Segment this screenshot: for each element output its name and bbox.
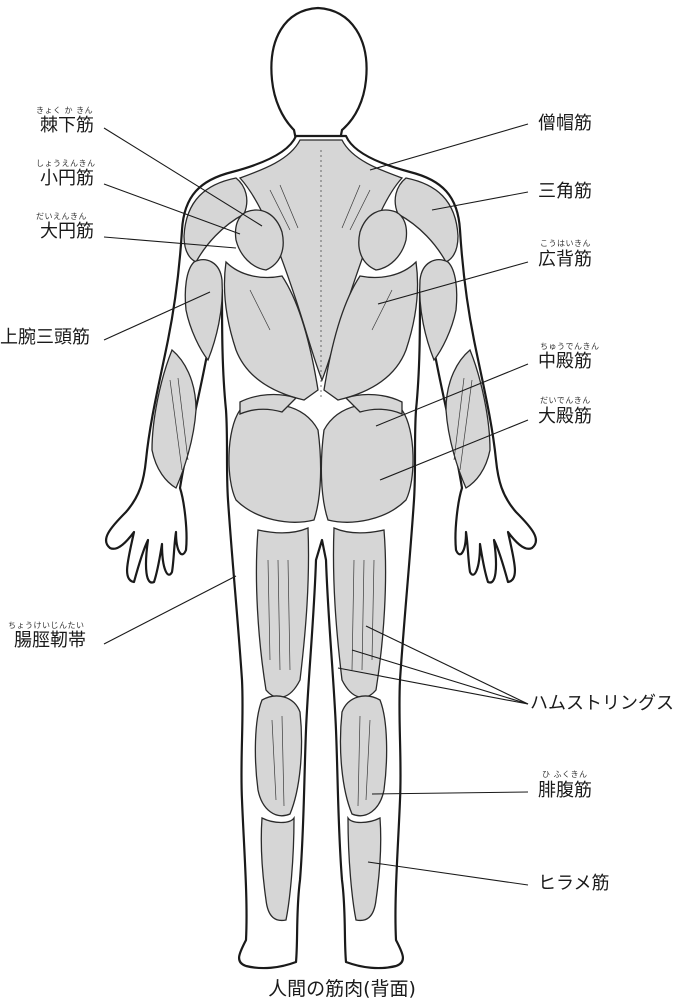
label-infraspinatus: 棘下筋 — [40, 115, 94, 136]
ruby-gastrocnemius: ひ ふくきん — [542, 770, 588, 779]
leader-teres-minor — [103, 183, 241, 235]
leader-teres-major — [103, 236, 237, 249]
leader-triceps — [103, 291, 211, 341]
muscle-latissimus — [223, 260, 419, 401]
label-teres-minor: 小円筋 — [40, 168, 94, 189]
muscle-hamstrings — [255, 527, 387, 699]
leader-gluteus-maximus — [379, 419, 529, 481]
figure-caption: 人間の筋肉(背面) — [268, 978, 416, 1000]
muscle-soleus — [260, 815, 382, 922]
label-soleus: ヒラメ筋 — [538, 873, 610, 894]
ruby-gluteus-medius: ちゅうでんきん — [540, 342, 600, 351]
leader-soleus — [367, 861, 529, 886]
label-teres-major: 大円筋 — [40, 221, 94, 242]
label-gluteus-maximus: 大殿筋 — [538, 406, 592, 427]
leader-hamstrings-3 — [337, 667, 529, 705]
leader-infraspinatus — [103, 127, 263, 227]
label-iliotibial: 腸脛靭帯 — [14, 630, 86, 651]
label-latissimus: 広背筋 — [538, 249, 592, 270]
leader-gluteus-medius — [375, 363, 529, 427]
label-gluteus-medius: 中殿筋 — [538, 351, 592, 372]
leader-hamstrings-1 — [365, 625, 529, 705]
label-deltoid: 三角筋 — [538, 181, 592, 202]
leader-iliotibial — [103, 575, 237, 645]
leader-hamstrings-2 — [351, 649, 529, 705]
label-triceps: 上腕三頭筋 — [0, 327, 90, 348]
muscle-calves — [254, 695, 388, 817]
muscle-gluteus — [228, 393, 414, 523]
leader-latissimus — [377, 261, 529, 305]
ruby-gluteus-maximus: だいでんきん — [540, 396, 591, 405]
ruby-teres-minor: しょうえんきん — [36, 159, 96, 168]
ruby-teres-major: だいえんきん — [36, 212, 87, 221]
leader-deltoid — [431, 191, 529, 211]
muscle-hatching — [169, 184, 473, 807]
leader-gastrocnemius — [371, 791, 529, 795]
leader-trapezius — [369, 123, 529, 171]
label-hamstrings: ハムストリングス — [530, 693, 674, 714]
leader-lines — [103, 123, 529, 886]
ruby-latissimus: こうはいきん — [540, 239, 591, 248]
label-gastrocnemius: 腓腹筋 — [538, 780, 592, 801]
label-trapezius: 僧帽筋 — [538, 113, 592, 134]
head — [270, 6, 368, 142]
ruby-iliotibial: ちょうけいじんたい — [8, 621, 85, 630]
ruby-infraspinatus: きょく か きん — [36, 106, 94, 115]
muscle-infraspinatus — [234, 209, 408, 271]
